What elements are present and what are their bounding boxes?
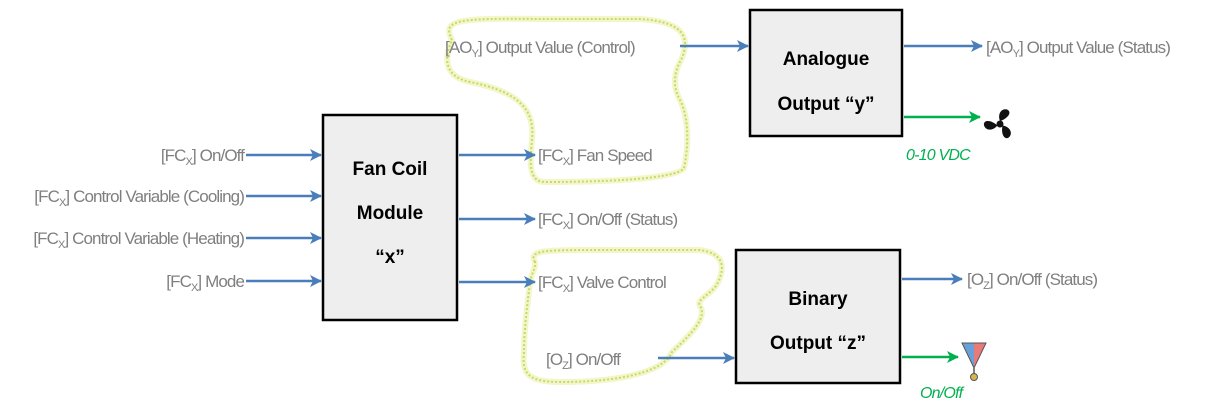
valve-control-label: [FCX] Valve Control — [538, 273, 666, 295]
fan-coil-module-box — [321, 113, 459, 322]
ao-link-highlight — [444, 15, 691, 186]
binary-output-box — [734, 248, 902, 385]
ao-control-label: [AOY] Output Value (Control) — [445, 38, 635, 60]
ao-status-label: [AOY] Output Value (Status) — [986, 38, 1170, 60]
analogue-output-box — [748, 8, 904, 138]
fc-onoff-status-label: [FCX] On/Off (Status) — [538, 210, 678, 232]
input-onoff-label: [FCX] On/Off — [161, 146, 245, 168]
bo-status-label: [OZ] On/Off (Status) — [967, 270, 1097, 292]
ao-signal-label: 0-10 VDC — [906, 147, 971, 164]
bo-signal-label: On/Off — [920, 385, 965, 402]
binary-title-line2: Output “z” — [770, 333, 866, 354]
bo-control-label: [OZ] On/Off — [546, 350, 621, 372]
valve-icon — [961, 342, 987, 381]
analogue-title-line1: Analogue — [783, 49, 870, 70]
fan-speed-label: [FCX] Fan Speed — [538, 146, 652, 168]
analogue-title-line2: Output “y” — [777, 94, 874, 115]
input-mode-label: [FCX] Mode — [166, 272, 244, 294]
bo-link-highlight — [520, 247, 725, 386]
binary-title-line1: Binary — [788, 289, 848, 310]
fan-coil-title-line3: “x” — [375, 247, 405, 268]
fan-coil-title-line2: Module — [357, 203, 424, 224]
fan-icon — [983, 109, 1011, 139]
input-heating-label: [FCX] Control Variable (Heating) — [33, 229, 244, 251]
input-cooling-label: [FCX] Control Variable (Cooling) — [34, 187, 244, 209]
fan-coil-title-line1: Fan Coil — [353, 159, 428, 180]
